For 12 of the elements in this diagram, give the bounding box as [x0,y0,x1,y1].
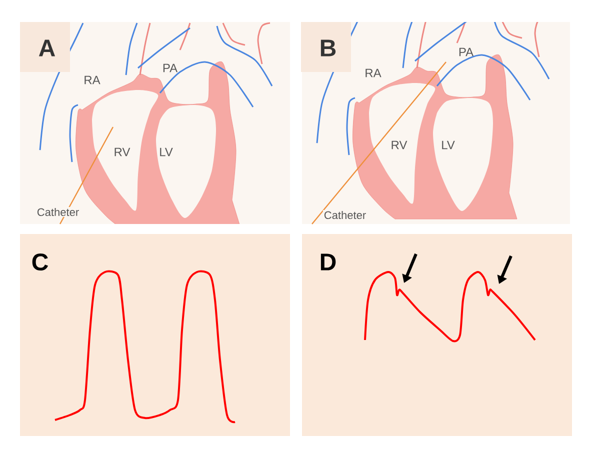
panel-letter: B [301,22,351,72]
chamber-label: RA [84,76,100,84]
panel-letter: A [20,22,70,72]
chamber-label: PA [459,48,474,56]
chamber-label: LV [442,140,455,150]
chamber-label: RA [366,68,382,78]
panel-letter: D [320,254,336,270]
chamber-label: LV [160,148,173,156]
panel-letter: C [32,254,48,270]
chamber-label: RV [392,140,408,150]
chamber-label: RV [114,148,130,156]
chamber-label: PA [163,64,178,72]
